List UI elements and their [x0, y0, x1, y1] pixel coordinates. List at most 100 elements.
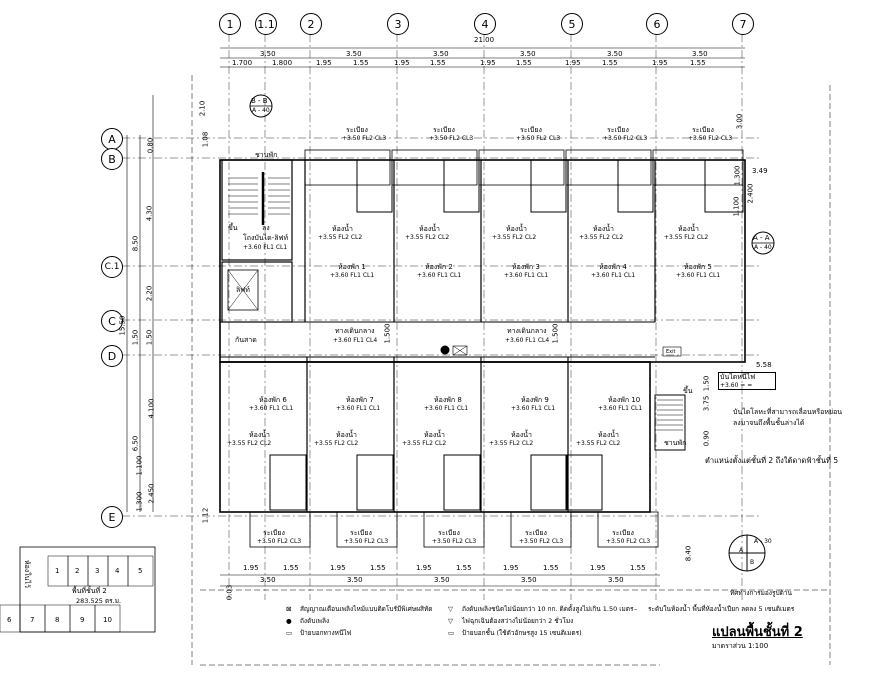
top-dim2-1: 1.800 [272, 59, 293, 67]
left-dim-13: 1.300 [135, 491, 144, 512]
bedroom-7-level: +3.60 FL1 CL1 [336, 405, 381, 412]
bedroom-1-level: +3.60 FL1 CL1 [330, 272, 375, 279]
bottom-dim2-3: 3.50 [521, 576, 537, 584]
left-dim-3: 4.30 [145, 205, 154, 222]
grid-col-6: 6 [646, 13, 668, 35]
bathroom-top-5-name: ห้องน้ำ [678, 225, 699, 233]
grid-row-C: C [101, 310, 123, 332]
legend-item-4: ไฟฉุกเฉินต้องสว่างไม่น้อยกว่า 2 ชั่วโมง [462, 617, 574, 625]
legend-symbol-triangle: ▽ [448, 617, 453, 625]
keyplan-bottom-6: 6 [7, 616, 12, 624]
bathroom-top-2-level: +3.55 FL2 CL2 [405, 234, 450, 241]
lift-label: ลิฟท์ [236, 286, 250, 294]
section-bb-ref: A - 40 [252, 107, 270, 114]
keyplan-area: 283.525 ตร.ม. [76, 597, 122, 605]
section-bb-label: B - B [251, 97, 268, 105]
top-dim2-3: 1.55 [353, 59, 369, 67]
bedroom-5-name: ห้องพัก 5 [684, 263, 712, 271]
balcony-bottom-1-level: +3.50 FL2 CL3 [257, 538, 302, 545]
grid-row-E: E [101, 506, 123, 528]
keyplan-top-3: 3 [95, 567, 100, 575]
top-dim-0: 3.50 [260, 50, 276, 58]
balcony-bottom-5-level: +3.50 FL2 CL3 [606, 538, 651, 545]
left-dim-1: 1.08 [201, 131, 210, 148]
left-dim-9: 4.100 [147, 398, 156, 419]
corridor-label-1: ทางเดินกลาง [335, 327, 375, 335]
bathroom-top-4-level: +3.55 FL2 CL2 [579, 234, 624, 241]
bottom-dim2-4: 3.50 [608, 576, 624, 584]
north-label: ทิศทางการมองรูปด้าน [730, 589, 792, 597]
legend-item-2: ป้ายบอกทางหนีไฟ [300, 629, 352, 637]
bedroom-4-name: ห้องพัก 4 [599, 263, 627, 271]
right-dim-4: 1.100 [732, 196, 741, 217]
keyplan-top-2: 2 [75, 567, 80, 575]
right-dim-6: 1.50 [702, 375, 711, 392]
keyplan-floor-label: พื้นที่ชั้นที่ 2 [72, 587, 107, 595]
left-dim-6: 1.50 [145, 329, 154, 346]
drawing-scale: มาตราส่วน 1:100 [712, 642, 769, 650]
balcony-bottom-3-level: +3.50 FL2 CL3 [432, 538, 477, 545]
bathroom-bottom-4-name: ห้องน้ำ [511, 431, 532, 439]
left-dim-0: 2.10 [198, 100, 207, 117]
bathroom-bottom-5-name: ห้องน้ำ [598, 431, 619, 439]
grid-col-3: 3 [387, 13, 409, 35]
bottom-extra-dim: 8.40 [684, 545, 693, 562]
balcony-bottom-1-name: ระเบียง [263, 529, 285, 537]
grid-col-2: 2 [300, 13, 322, 35]
keyplan-bottom-9: 9 [80, 616, 85, 624]
bottom-dim2-0: 3.50 [260, 576, 276, 584]
right-dim-5: 5.58 [756, 361, 772, 369]
balcony-top-3-name: ระเบียง [520, 126, 542, 134]
grid-row-A: A [101, 128, 123, 150]
top-dim2-6: 1.95 [480, 59, 496, 67]
left-dim-2: 0.80 [146, 137, 155, 154]
bedroom-4-level: +3.60 FL1 CL1 [591, 272, 636, 279]
balcony-bottom-3-name: ระเบียง [438, 529, 460, 537]
bedroom-2-level: +3.60 FL1 CL1 [417, 272, 462, 279]
balcony-bottom-4-name: ระเบียง [525, 529, 547, 537]
bathroom-top-3-name: ห้องน้ำ [506, 225, 527, 233]
keyplan-top-4: 4 [115, 567, 120, 575]
bottom-dim-9: 1.55 [630, 564, 646, 572]
legend-symbol-exit-box: ▭ [286, 629, 293, 637]
left-dim-5: 2.20 [145, 285, 154, 302]
legend-item-3: ถังดับเพลิงชนิดไม่น้อยกว่า 10 กก. ติดตั้… [462, 605, 634, 613]
left-dim-14: 1.12 [201, 507, 210, 524]
top-dim2-7: 1.55 [516, 59, 532, 67]
corridor-label-2: ทางเดินกลาง [507, 327, 547, 335]
top-dim-3: 3.50 [520, 50, 536, 58]
top-dim-4: 3.50 [607, 50, 623, 58]
exit-sign: Exit [666, 349, 676, 355]
bottom-dim-6: 1.95 [503, 564, 519, 572]
right-dim-7: 3.75 [702, 395, 711, 412]
fire-stair-note3: ตำแหน่งตั้งแต่ชั้นที่ 2 ถึงใต้ดาดฟ้าชั้น… [705, 456, 839, 465]
left-dim-10: 6.50 [131, 435, 140, 452]
keyplan-label: ห้องในไว้ [23, 560, 31, 588]
bathroom-bottom-2-name: ห้องน้ำ [336, 431, 357, 439]
balcony-top-2-level: +3.50 FL2 CL3 [429, 135, 474, 142]
top-dim2-2: 1.95 [316, 59, 332, 67]
balcony-bottom-5-name: ระเบียง [612, 529, 634, 537]
top-dim2-8: 1.95 [565, 59, 581, 67]
bathroom-bottom-1-name: ห้องน้ำ [249, 431, 270, 439]
left-dim-11: 2.450 [147, 483, 156, 504]
bottom-dim2-1: 3.50 [347, 576, 363, 584]
grid-row-C.1: C.1 [101, 256, 123, 278]
left-dim-4: 8.50 [131, 235, 140, 252]
corridor-dim-1: 1.500 [383, 323, 392, 344]
stair-hall-label: โถงบันได-ลิฟท์ [243, 234, 289, 242]
left-dim-7: 1.50 [131, 329, 140, 346]
right-dim-0: 3.00 [735, 113, 744, 130]
bedroom-9-name: ห้องพัก 9 [521, 396, 549, 404]
bathroom-top-3-level: +3.55 FL2 CL2 [492, 234, 537, 241]
legend-symbol-dash: – [634, 605, 638, 613]
balcony-top-5-level: +3.50 FL2 CL3 [688, 135, 733, 142]
balcony-top-2-name: ระเบียง [433, 126, 455, 134]
stair-down-label: ลง [262, 224, 270, 232]
legend-symbol-circle: ● [286, 617, 292, 625]
bathroom-top-1-level: +3.55 FL2 CL2 [318, 234, 363, 241]
bedroom-5-level: +3.60 FL1 CL1 [676, 272, 721, 279]
bathroom-bottom-3-name: ห้องน้ำ [424, 431, 445, 439]
bottom-dim-7: 1.55 [543, 564, 559, 572]
bathroom-bottom-2-level: +3.55 FL2 CL2 [314, 440, 359, 447]
